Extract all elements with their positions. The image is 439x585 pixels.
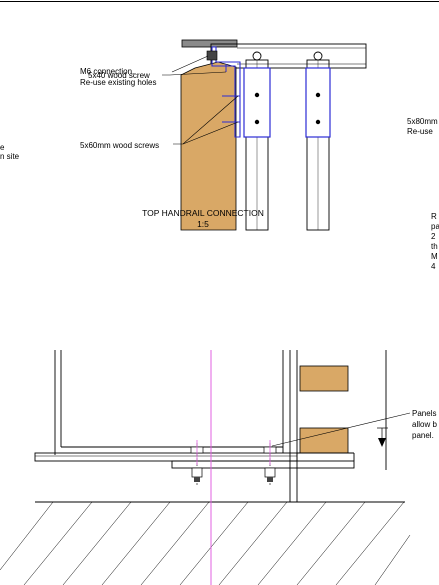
cropped-text: Re-use: [407, 127, 433, 136]
leader-panels: [271, 412, 411, 447]
cropped-text: 4: [431, 262, 436, 271]
cropped-text: e: [0, 143, 5, 152]
timber-block: [299, 427, 349, 454]
bracket-1: [243, 67, 271, 138]
base-plate: [171, 460, 355, 469]
timber-post: [180, 61, 237, 231]
bracket-2: [305, 67, 331, 138]
leader-m6: [171, 55, 209, 73]
bracket-bolt: [315, 92, 321, 98]
m6-fixing: [206, 50, 218, 61]
annotation-m6: Re-use existing holes: [80, 78, 156, 87]
ground-hatching: [0, 501, 411, 585]
detail-title: TOP HANDRAIL CONNECTION: [142, 208, 264, 218]
cropped-text: pa: [431, 222, 439, 231]
panels-note: allow b: [412, 420, 437, 429]
cropped-text: n site: [0, 152, 20, 161]
bracket-bolt: [254, 92, 260, 98]
panels-note: Panels: [412, 409, 436, 418]
base-channel: [34, 452, 298, 462]
cropped-text: 2: [431, 232, 436, 241]
top-rail: [210, 43, 367, 69]
bolt-hole: [252, 51, 262, 61]
bolt-hole: [313, 51, 323, 61]
cropped-text: M: [431, 252, 438, 261]
cropped-text: 5x80mm: [407, 117, 438, 126]
panels-note: panel.: [412, 431, 434, 440]
bracket-bolt: [254, 119, 260, 125]
cropped-text: R: [431, 212, 437, 221]
annotation-m6: M6 connection.: [80, 67, 134, 76]
annotation-5x40: 5x40 wood screw: [88, 71, 150, 80]
handrail-cap: [181, 39, 238, 48]
annotation-5x60: 5x60mm wood screws: [80, 141, 159, 150]
cropped-text-block: R pa 2 th M 4: [431, 212, 439, 271]
leader-5x60: [182, 121, 239, 145]
dimension-arrowhead: [378, 438, 386, 447]
detail-scale: 1:5: [197, 219, 209, 229]
leader-5x40: [162, 71, 227, 76]
cropped-text: th: [431, 242, 438, 251]
bottom-section-detail: Panels allow b panel.: [0, 350, 437, 585]
timber-block: [299, 365, 349, 392]
bracket-bolt: [315, 119, 321, 125]
top-handrail-detail: M6 connection. Re-use existing holes 5x4…: [80, 39, 367, 231]
